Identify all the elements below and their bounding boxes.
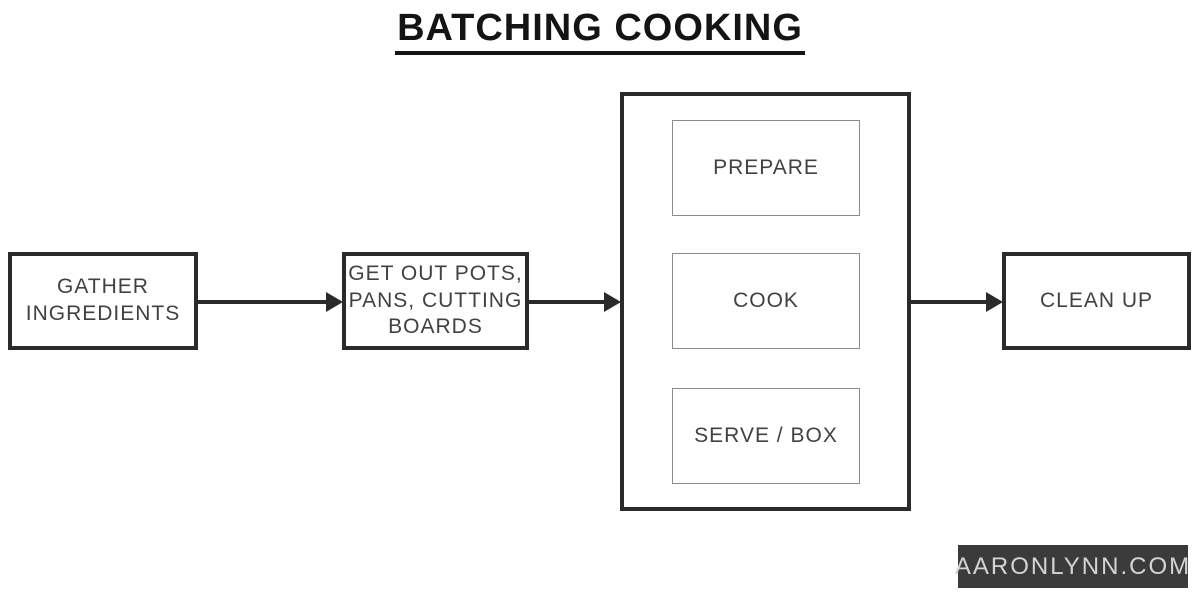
node-clean-up: CLEAN UP — [1002, 252, 1191, 350]
node-get-out-pots-label: GET OUT POTS, PANS, CUTTING BOARDS — [348, 261, 523, 339]
arrow-gather-to-getout-shaft — [198, 300, 328, 304]
page-title: BATCHING COOKING — [0, 7, 1200, 55]
node-serve-box: SERVE / BOX — [672, 388, 860, 484]
watermark-badge: AARONLYNN.COM — [954, 545, 1192, 588]
node-cook: COOK — [672, 253, 860, 349]
watermark-text: AARONLYNN.COM — [954, 552, 1192, 580]
arrow-getout-to-cooking-shaft — [529, 300, 605, 304]
arrow-cooking-to-cleanup-shaft — [911, 300, 987, 304]
node-gather-ingredients: GATHER INGREDIENTS — [8, 252, 198, 350]
node-prepare-label: PREPARE — [713, 155, 819, 179]
arrow-right-icon — [986, 292, 1003, 312]
arrow-right-icon — [326, 292, 343, 312]
node-get-out-pots: GET OUT POTS, PANS, CUTTING BOARDS — [342, 252, 529, 350]
node-gather-ingredients-label: GATHER INGREDIENTS — [25, 275, 181, 325]
node-cook-label: COOK — [733, 288, 799, 312]
node-clean-up-label: CLEAN UP — [1039, 288, 1154, 312]
node-prepare: PREPARE — [672, 120, 860, 216]
arrow-right-icon — [604, 292, 621, 312]
node-serve-box-label: SERVE / BOX — [694, 423, 838, 447]
page-title-text: BATCHING COOKING — [395, 7, 805, 55]
